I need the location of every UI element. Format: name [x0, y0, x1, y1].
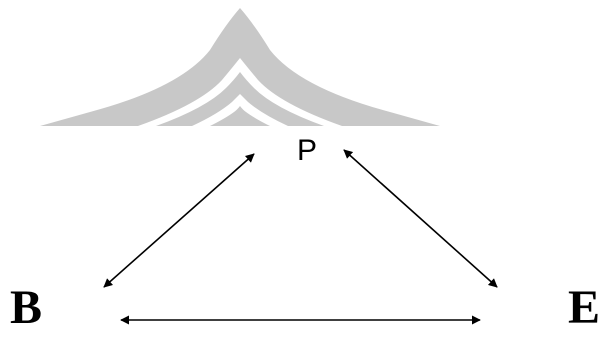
edge-p-b-arrow: [103, 153, 255, 288]
edge-p-e-arrow: [343, 149, 498, 288]
node-b-label: B: [10, 281, 43, 334]
roof-logo-watermark: [40, 8, 440, 126]
node-p-label: P: [297, 134, 318, 167]
node-e-label: E: [568, 281, 601, 334]
